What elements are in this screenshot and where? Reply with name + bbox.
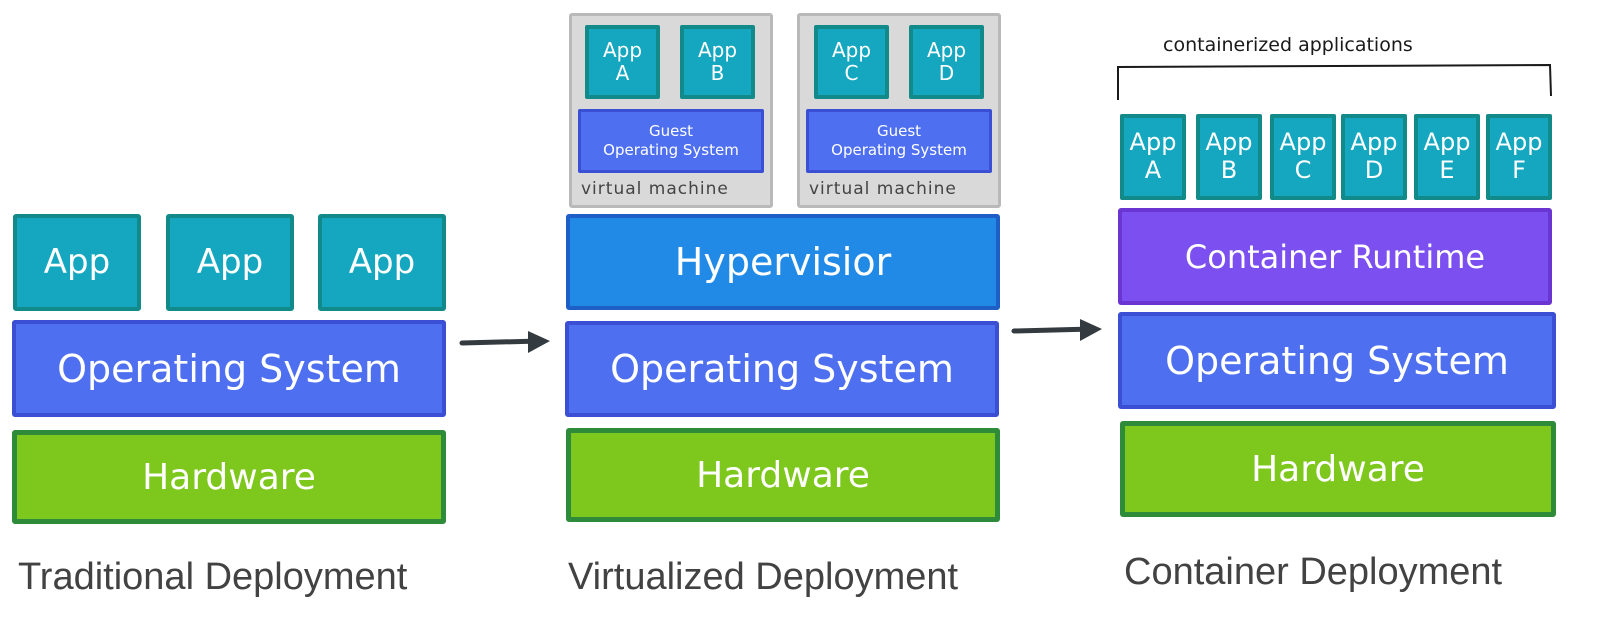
traditional-app-2: App [166,214,294,311]
traditional-app-3: App [318,214,446,311]
traditional-os: Operating System [12,320,446,417]
vm2-label: virtual machine [809,179,957,199]
vm1-guest-os: Guest Operating System [578,109,764,173]
vm2-app-c: App C [814,25,889,99]
hypervisor: Hypervisior [566,214,1000,310]
vm1-label: virtual machine [581,179,729,199]
virtualized-hardware: Hardware [566,428,1000,522]
vm1-app-a: App A [585,25,660,99]
virtual-machine-2: App C App D Guest Operating System virtu… [797,13,1001,208]
virtual-machine-1: App A App B Guest Operating System virtu… [569,13,773,208]
vm1-app-b: App B [680,25,755,99]
virtualized-caption: Virtualized Deployment [568,556,959,598]
container-runtime: Container Runtime [1118,208,1552,305]
traditional-app-1: App [13,214,141,311]
bracket [1117,63,1552,100]
vm2-guest-os: Guest Operating System [806,109,992,173]
right-arrow-icon [459,331,550,353]
container-hardware: Hardware [1120,421,1556,517]
container-caption: Container Deployment [1124,551,1503,593]
virtualized-os: Operating System [565,321,999,417]
container-os: Operating System [1118,312,1556,409]
right-arrow-icon [1011,319,1102,341]
containerized-applications-label: containerized applications [1163,34,1413,56]
vm2-app-d: App D [909,25,984,99]
traditional-caption: Traditional Deployment [18,556,408,598]
traditional-hardware: Hardware [12,430,446,524]
